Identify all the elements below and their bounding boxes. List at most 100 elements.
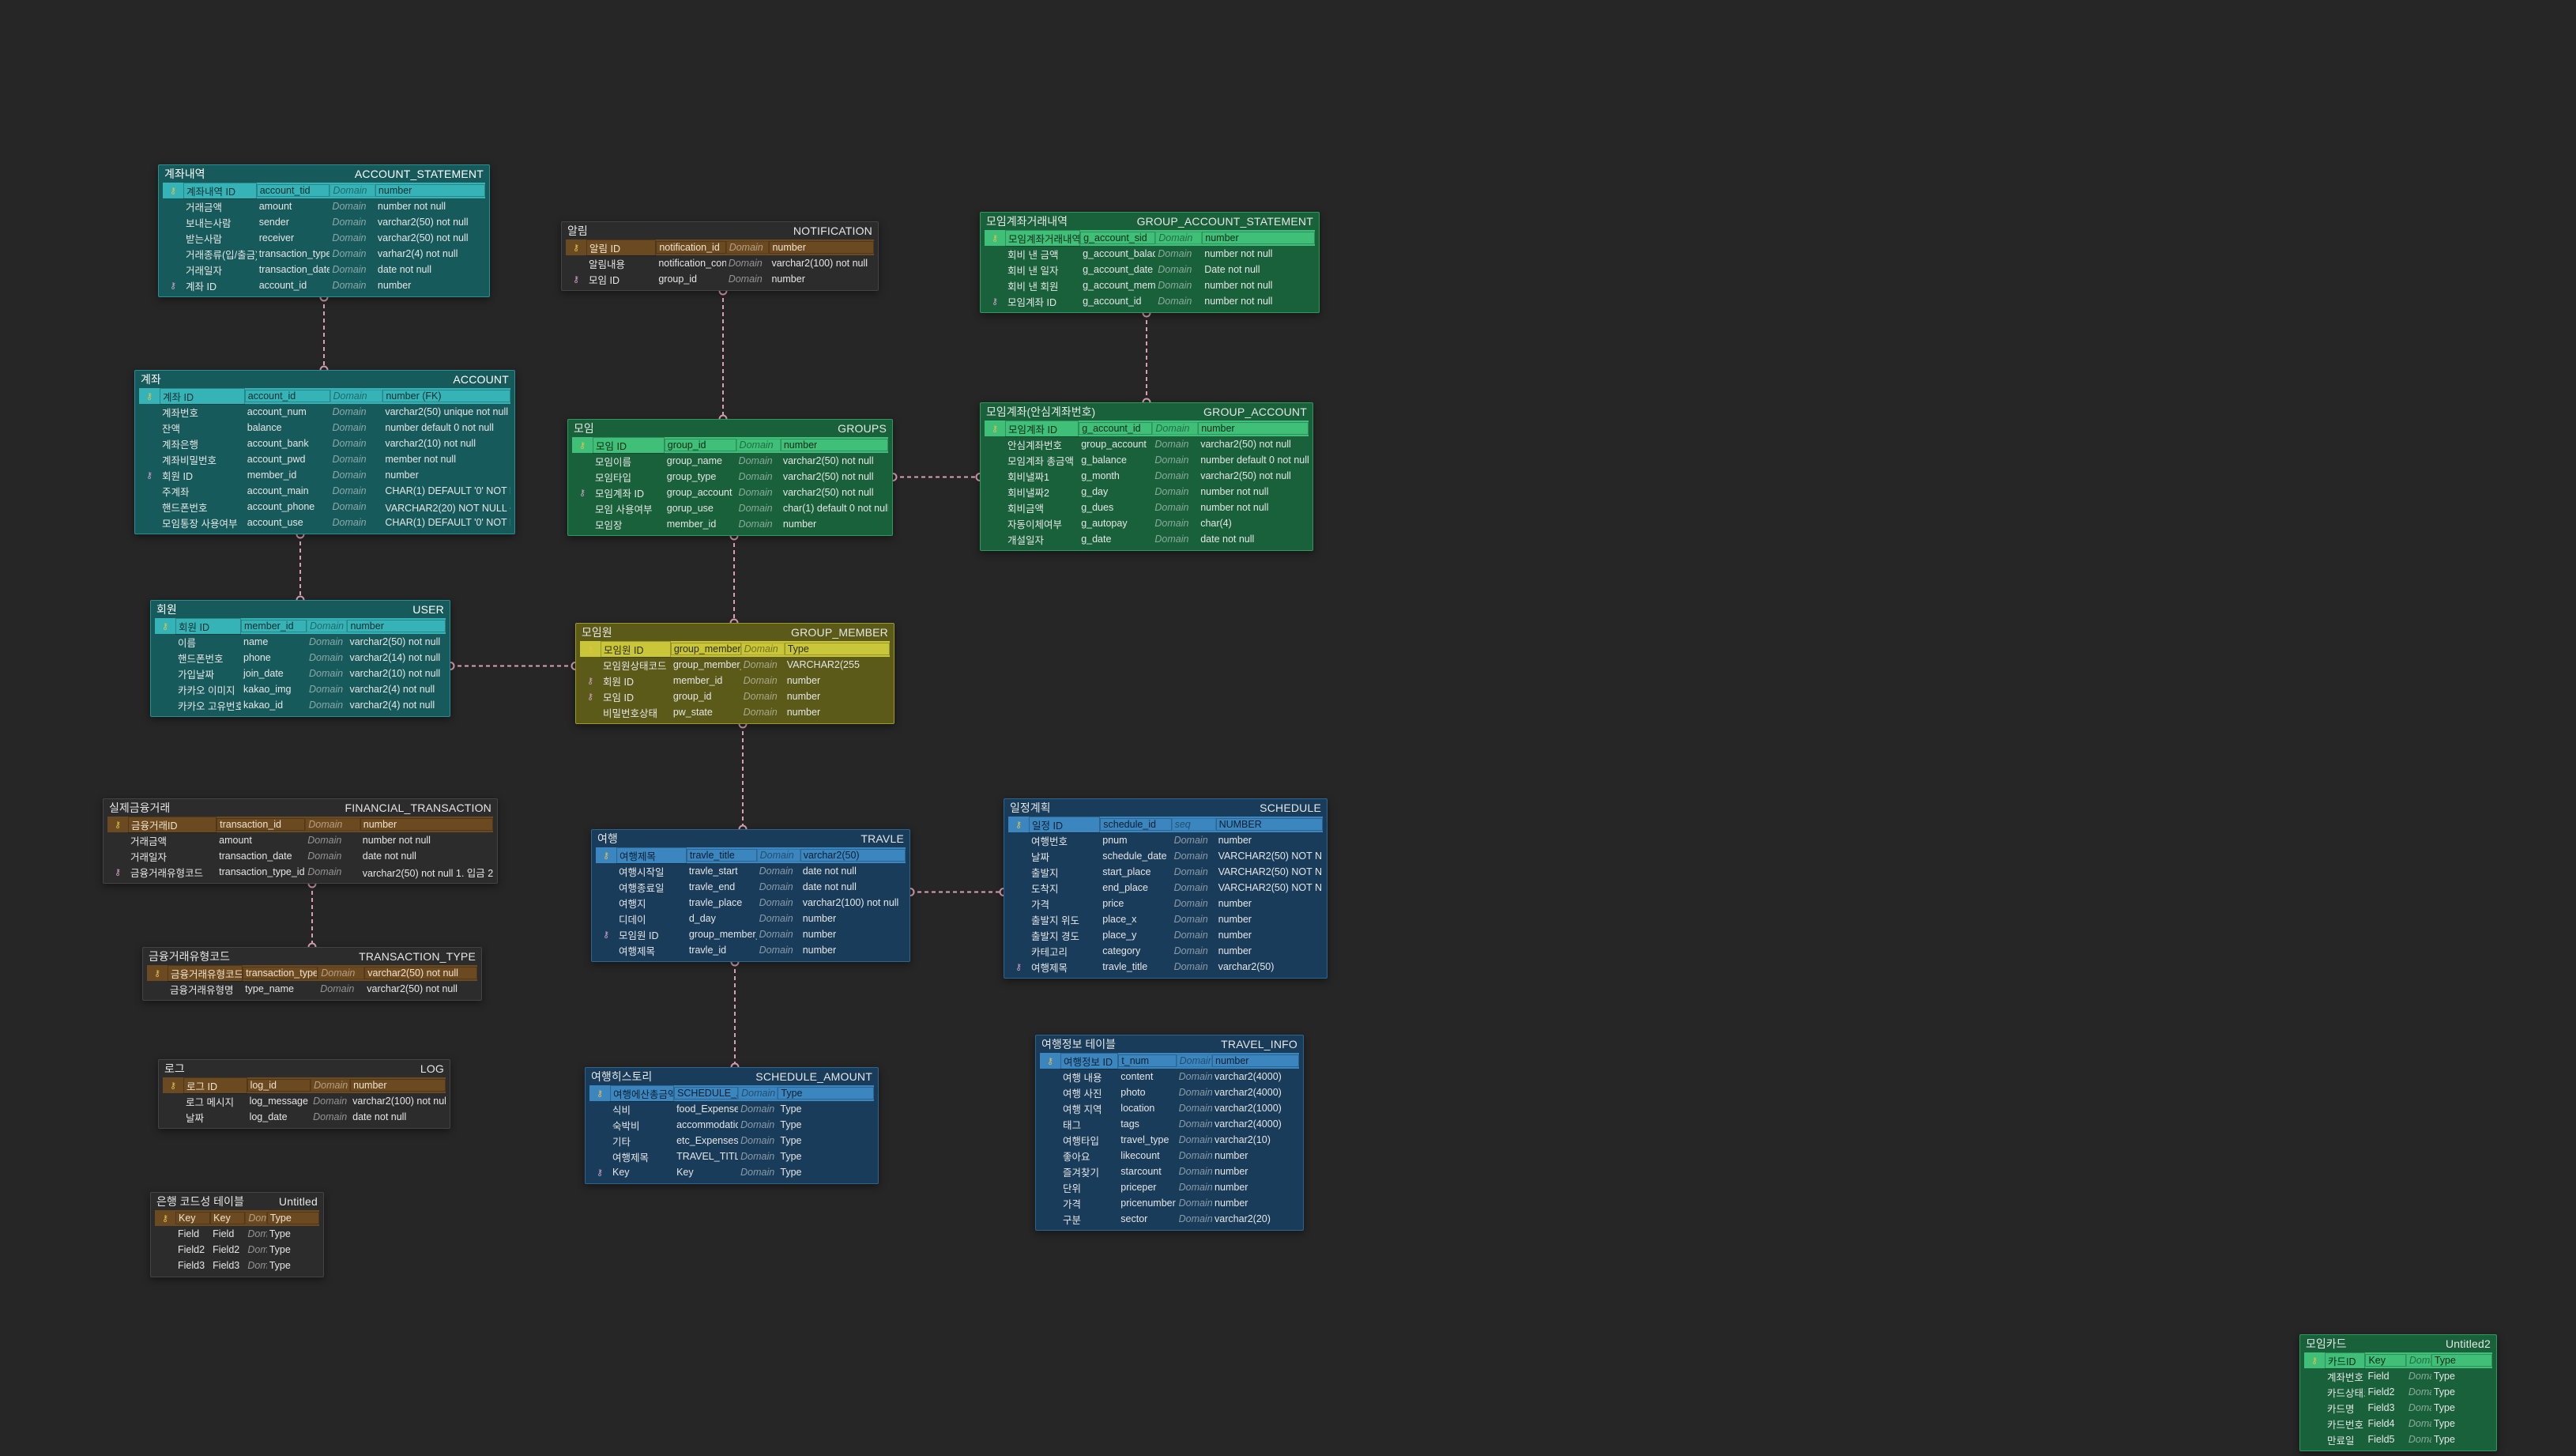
entity-group-card[interactable]: 모임카드Untitled2⚷카드IDKeyDomainType계좌번호Field… [2299,1334,2497,1451]
attribute-row[interactable]: 만료일Field5DomainType [2304,1431,2492,1447]
attribute-row[interactable]: ⚷카드IDKeyDomainType [2304,1352,2492,1369]
attribute-row[interactable]: 카드상태코드Field2DomainType [2304,1384,2492,1400]
entity-header[interactable]: 모임계좌(안심계좌번호)GROUP_ACCOUNT [981,403,1312,421]
attribute-row[interactable]: 카드명Field3DomainType [2304,1400,2492,1416]
attribute-row[interactable]: 알림내용notification_contentsDomainvarchar2(… [566,255,874,271]
attribute-row[interactable]: Field3Field3DomainType [155,1258,319,1273]
attribute-row[interactable]: Field2Field2DomainType [155,1242,319,1258]
attribute-row[interactable]: 카드번호Field4DomainType [2304,1416,2492,1431]
